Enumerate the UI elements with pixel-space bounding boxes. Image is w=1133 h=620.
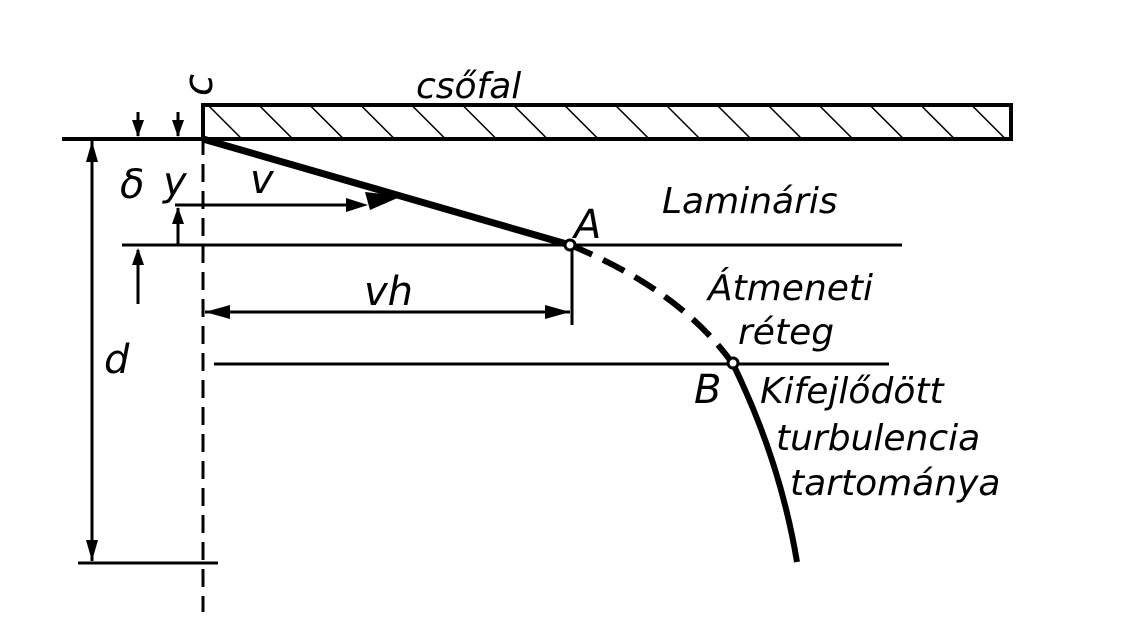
turbulent-profile [730,362,800,563]
y-arrowhead-top [172,120,184,137]
y-arrowhead-bottom [172,207,184,224]
profile-arrowhead [365,192,402,210]
point-a-marker [563,238,577,252]
y-label: y [162,159,188,205]
point-b-marker [726,356,740,370]
turbulent-label-line1: Kifejlődött [760,371,945,412]
d-arrowhead-top [86,141,98,162]
vh-label: vh [364,269,413,315]
c-label: c [176,74,222,96]
delta-arrowhead-top [132,120,144,137]
delta-arrowhead-bottom [132,248,144,265]
point-a-label: A [571,202,601,248]
turbulent-label-line3: tartománya [790,463,1000,504]
vh-arrowhead-left [205,305,230,319]
d-arrowhead-bottom [86,540,98,561]
laminar-label: Lamináris [662,181,838,222]
turbulent-label-line2: turbulencia [776,418,980,459]
transition-label-line1: Átmeneti [706,267,873,309]
v-arrowhead [346,198,368,212]
laminar-profile [202,135,571,249]
pipe-wall [201,103,1013,141]
d-label: d [104,337,130,383]
vh-arrowhead-right [545,305,570,319]
v-label: v [250,157,275,203]
wall-label: csőfal [416,66,521,107]
delta-label: δ [120,162,144,208]
point-b-label: B [694,367,721,413]
transition-profile [568,242,736,366]
transition-label-line2: réteg [738,312,834,353]
